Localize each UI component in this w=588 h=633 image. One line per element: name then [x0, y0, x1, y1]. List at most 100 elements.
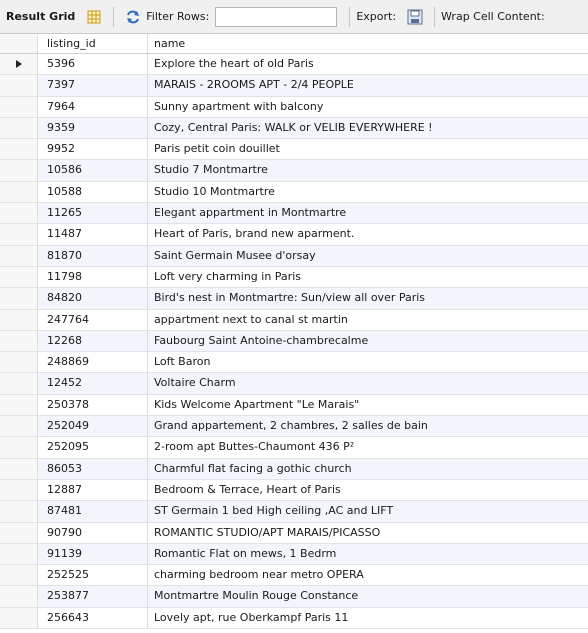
row-selector[interactable]	[0, 160, 38, 181]
cell-name[interactable]: Loft very charming in Paris	[154, 269, 301, 283]
cell-name[interactable]: Grand appartement, 2 chambres, 2 salles …	[154, 419, 428, 433]
cell-listing-id[interactable]: 252095	[38, 437, 148, 458]
filter-rows-input[interactable]	[215, 6, 338, 27]
row-selector[interactable]	[0, 139, 38, 160]
cell-name[interactable]: appartment next to canal st martin	[154, 312, 348, 326]
row-selector[interactable]	[0, 522, 38, 543]
cell-listing-id[interactable]: 12268	[38, 330, 148, 352]
table-row[interactable]: 86053 Charmful flat facing a gothic churc…	[0, 458, 588, 480]
cell-name[interactable]: Studio 10 Montmartre	[154, 184, 275, 198]
row-selector[interactable]	[0, 96, 38, 117]
row-selector[interactable]	[0, 479, 38, 501]
row-selector[interactable]	[0, 586, 38, 607]
table-row[interactable]: 9359 Cozy, Central Paris: WALK or VELIB E…	[0, 117, 588, 140]
cell-listing-id[interactable]: 248869	[38, 352, 148, 373]
table-row[interactable]: 11265 Elegant appartment in Montmartre	[0, 203, 588, 225]
table-row[interactable]: 256643 Lovely apt, rue Oberkampf Paris 11	[0, 607, 588, 630]
cell-name[interactable]: Charmful flat facing a gothic church	[154, 461, 352, 475]
table-row[interactable]: 12268 Faubourg Saint Antoine-chambrecalme	[0, 330, 588, 353]
table-row[interactable]: 248869 Loft Baron	[0, 352, 588, 374]
table-row[interactable]: 252095 2-room apt Buttes-Chaumont 436 P²	[0, 437, 588, 459]
cell-name[interactable]: ST Germain 1 bed High ceiling ,AC and LI…	[154, 504, 394, 518]
cell-listing-id[interactable]: 84820	[38, 288, 148, 309]
cell-name[interactable]: Studio 7 Montmartre	[154, 163, 268, 177]
cell-listing-id[interactable]: 9952	[38, 139, 148, 160]
cell-listing-id[interactable]: 11265	[38, 203, 148, 224]
column-header-listing-id[interactable]: listing_id	[38, 34, 148, 53]
cell-listing-id[interactable]: 250378	[38, 394, 148, 416]
row-selector[interactable]	[0, 352, 38, 373]
cell-listing-id[interactable]: 11798	[38, 266, 148, 288]
table-row[interactable]: 87481 ST Germain 1 bed High ceiling ,AC a…	[0, 501, 588, 523]
cell-listing-id[interactable]: 11487	[38, 224, 148, 245]
row-selector[interactable]	[0, 288, 38, 309]
row-selector[interactable]	[0, 501, 38, 522]
table-row[interactable]: 91139 Romantic Flat on mews, 1 Bedrm	[0, 543, 588, 566]
wrap-cell-content-label[interactable]: Wrap Cell Content:	[441, 10, 545, 23]
cell-listing-id[interactable]: 247764	[38, 309, 148, 330]
export-icon[interactable]	[406, 8, 424, 26]
cell-name[interactable]: 2-room apt Buttes-Chaumont 436 P²	[154, 440, 355, 454]
cell-listing-id[interactable]: 256643	[38, 607, 148, 629]
table-row[interactable]: 247764 appartment next to canal st martin	[0, 309, 588, 331]
column-header-name[interactable]: name	[154, 37, 186, 50]
row-selector[interactable]	[0, 309, 38, 330]
row-selector[interactable]	[0, 117, 38, 139]
cell-listing-id[interactable]: 7397	[38, 75, 148, 96]
row-selector[interactable]	[0, 437, 38, 458]
cell-name[interactable]: Elegant appartment in Montmartre	[154, 206, 347, 220]
cell-name[interactable]: Faubourg Saint Antoine-chambrecalme	[154, 333, 369, 347]
cell-listing-id[interactable]: 5396	[38, 54, 148, 75]
row-selector[interactable]	[0, 54, 38, 75]
row-selector[interactable]	[0, 607, 38, 629]
cell-name[interactable]: Kids Welcome Apartment "Le Marais"	[154, 397, 360, 411]
cell-name[interactable]: MARAIS - 2ROOMS APT - 2/4 PEOPLE	[154, 78, 354, 92]
grid-toggle-icon[interactable]	[85, 8, 103, 26]
cell-name[interactable]: Paris petit coin douillet	[154, 142, 280, 156]
cell-name[interactable]: Saint Germain Musee d'orsay	[154, 248, 316, 262]
cell-name[interactable]: Loft Baron	[154, 355, 211, 369]
row-selector[interactable]	[0, 245, 38, 266]
cell-listing-id[interactable]: 81870	[38, 245, 148, 266]
row-selector[interactable]	[0, 458, 38, 479]
cell-name[interactable]: Bedroom & Terrace, Heart of Paris	[154, 482, 341, 496]
cell-listing-id[interactable]: 86053	[38, 458, 148, 479]
cell-listing-id[interactable]: 252525	[38, 565, 148, 586]
cell-listing-id[interactable]: 9359	[38, 117, 148, 139]
table-row[interactable]: 7397 MARAIS - 2ROOMS APT - 2/4 PEOPLE	[0, 75, 588, 97]
cell-name[interactable]: Romantic Flat on mews, 1 Bedrm	[154, 546, 337, 560]
row-selector[interactable]	[0, 394, 38, 416]
row-selector[interactable]	[0, 543, 38, 565]
row-selector[interactable]	[0, 266, 38, 288]
table-row[interactable]: 250378 Kids Welcome Apartment "Le Marais"	[0, 394, 588, 417]
cell-name[interactable]: Lovely apt, rue Oberkampf Paris 11	[154, 610, 349, 624]
refresh-icon[interactable]	[124, 8, 142, 26]
cell-listing-id[interactable]: 91139	[38, 543, 148, 565]
table-row[interactable]: 81870 Saint Germain Musee d'orsay	[0, 245, 588, 267]
row-selector[interactable]	[0, 330, 38, 352]
row-selector[interactable]	[0, 373, 38, 394]
cell-name[interactable]: Explore the heart of old Paris	[154, 57, 314, 70]
cell-name[interactable]: Cozy, Central Paris: WALK or VELIB EVERY…	[154, 120, 433, 134]
row-selector[interactable]	[0, 203, 38, 224]
row-selector[interactable]	[0, 75, 38, 96]
cell-listing-id[interactable]: 253877	[38, 586, 148, 607]
cell-listing-id[interactable]: 12887	[38, 479, 148, 501]
table-row[interactable]: 5396 Explore the heart of old Paris	[0, 54, 588, 76]
cell-name[interactable]: Sunny apartment with balcony	[154, 99, 324, 113]
cell-listing-id[interactable]: 10588	[38, 181, 148, 203]
table-row[interactable]: 9952 Paris petit coin douillet	[0, 139, 588, 161]
table-row[interactable]: 10586 Studio 7 Montmartre	[0, 160, 588, 182]
cell-name[interactable]: charming bedroom near metro OPERA	[154, 568, 364, 582]
row-selector[interactable]	[0, 224, 38, 245]
cell-listing-id[interactable]: 12452	[38, 373, 148, 394]
row-selector[interactable]	[0, 181, 38, 203]
cell-listing-id[interactable]: 10586	[38, 160, 148, 181]
table-row[interactable]: 11798 Loft very charming in Paris	[0, 266, 588, 289]
cell-listing-id[interactable]: 87481	[38, 501, 148, 522]
